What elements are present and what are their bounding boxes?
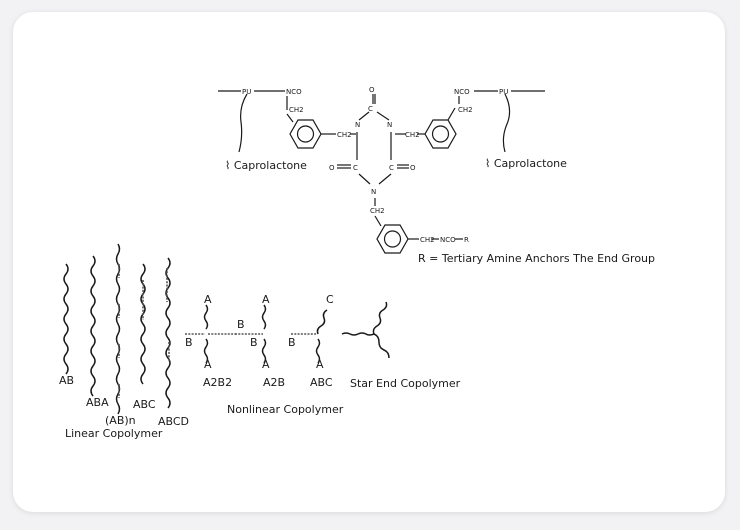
r-legend-label: R = Tertiary Amine Anchors The End Group [418, 252, 655, 265]
caprolactone-left-label: ⌇ Caprolactone [225, 159, 307, 172]
c-top: C [368, 105, 373, 113]
linear-ab: AB [59, 263, 74, 387]
linear-label-abcd: ABCD [158, 415, 189, 428]
n-top-right: N [387, 121, 392, 129]
nco-right-label: NCO [454, 88, 470, 96]
linear-caption: Linear Copolymer [65, 427, 163, 440]
nco-left-label: NCO [286, 88, 302, 96]
nonlinear-star-end: Star End Copolymer [341, 301, 461, 390]
c-left: C [353, 164, 358, 172]
a2b-top-letter: A [262, 293, 270, 306]
o-top: O [369, 86, 375, 94]
a2b-bottom-letter: A [262, 358, 270, 371]
nonlinear-caption: Nonlinear Copolymer [227, 403, 344, 416]
chemical-structure: PU NCO CH2 CH2 N C O N C O [218, 86, 655, 265]
linear-label-ab: AB [59, 374, 74, 387]
linear-abn: (AB)n [105, 243, 136, 427]
caprolactone-right-label: ⌇ Caprolactone [485, 157, 567, 170]
r-symbol: R [464, 236, 469, 244]
ch2-left-top-label: CH2 [289, 106, 304, 114]
pu-left-label: PU [242, 88, 251, 96]
benzene-ring-left [289, 119, 322, 149]
o-left: O [329, 164, 335, 172]
linear-aba: ABA [86, 255, 109, 409]
isocyanurate-ring: C O N C O C O N [329, 86, 416, 196]
linear-label-aba: ABA [86, 396, 109, 409]
nonlinear-label-star: Star End Copolymer [350, 377, 461, 390]
a2b2-right-letter: B [237, 318, 245, 331]
linear-label-abc: ABC [133, 398, 156, 411]
abc-bottom-letter: A [316, 358, 324, 371]
linear-abcd: ABCD [158, 257, 189, 428]
a2b2-left-letter: B [185, 336, 193, 349]
a2b2-top-letter: A [204, 293, 212, 306]
abc-top-letter: C [326, 293, 334, 306]
n-top-left: N [355, 121, 360, 129]
nonlinear-label-abc: ABC [310, 376, 333, 389]
a2b2-bottom-letter: A [204, 358, 212, 371]
ch2-right-label: CH2 [405, 131, 420, 139]
ch2-bottom-n-label: CH2 [370, 207, 385, 215]
diagram-card: PU NCO CH2 CH2 N C O N C O [13, 12, 725, 512]
copolymer-diagram: PU NCO CH2 CH2 N C O N C O [59, 86, 655, 440]
ch2-left-label: CH2 [337, 131, 352, 139]
caprolactone-chain-right [502, 93, 511, 153]
linear-label-abn: (AB)n [105, 414, 136, 427]
nonlinear-label-a2b2: A2B2 [203, 376, 232, 389]
nco-bottom-label: NCO [440, 236, 456, 244]
pu-right-label: PU [499, 88, 508, 96]
nonlinear-label-a2b: A2B [263, 376, 285, 389]
benzene-ring-right [424, 119, 457, 149]
ch2-right-top-label: CH2 [458, 106, 473, 114]
o-right: O [410, 164, 416, 172]
caprolactone-chain-left [238, 93, 248, 153]
linear-copolymers: AB ABA (AB)n ABC ABCD Linear Copolymer [59, 243, 189, 440]
nonlinear-abc: C B A ABC [288, 293, 334, 389]
n-bottom: N [371, 188, 376, 196]
linear-abc: ABC [133, 263, 156, 411]
nonlinear-copolymers: A B B A A2B2 A B A A2B C B A ABC [185, 293, 461, 416]
benzene-ring-bottom [376, 224, 409, 254]
abc-left-letter: B [288, 336, 296, 349]
c-right: C [389, 164, 394, 172]
nonlinear-a2b2: A B B A A2B2 [185, 293, 245, 389]
ch2-bottom-r-label: CH2 [420, 236, 435, 244]
nonlinear-a2b: A B A A2B [235, 293, 285, 389]
a2b-left-letter: B [250, 336, 258, 349]
